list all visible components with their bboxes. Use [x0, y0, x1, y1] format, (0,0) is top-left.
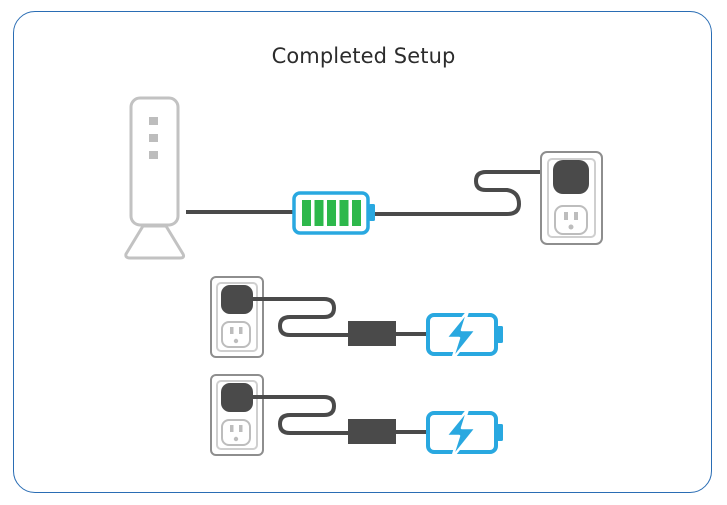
charger-row-1 [210, 276, 503, 362]
lightning-bolt-icon [444, 407, 478, 460]
battery-charging-icon [426, 309, 503, 362]
cable [252, 297, 348, 337]
diagram-title: Completed Setup [271, 44, 456, 68]
battery-full-icon [292, 191, 375, 235]
battery-cell [339, 200, 349, 226]
power-adapter-icon [348, 321, 396, 346]
cable [252, 395, 348, 435]
cable [375, 170, 560, 216]
charger-row-2 [210, 374, 503, 460]
battery-cell [302, 200, 311, 226]
power-adapter-icon [348, 419, 396, 444]
power-plug-icon [221, 285, 253, 314]
lightning-bolt-icon [444, 309, 478, 362]
battery-cell [327, 200, 336, 226]
power-plug-icon [553, 160, 589, 194]
battery-cell [352, 200, 361, 226]
base-station-icon [124, 96, 186, 260]
power-plug-icon [221, 383, 253, 412]
battery-cell [314, 200, 324, 226]
battery-charging-icon [426, 407, 503, 460]
